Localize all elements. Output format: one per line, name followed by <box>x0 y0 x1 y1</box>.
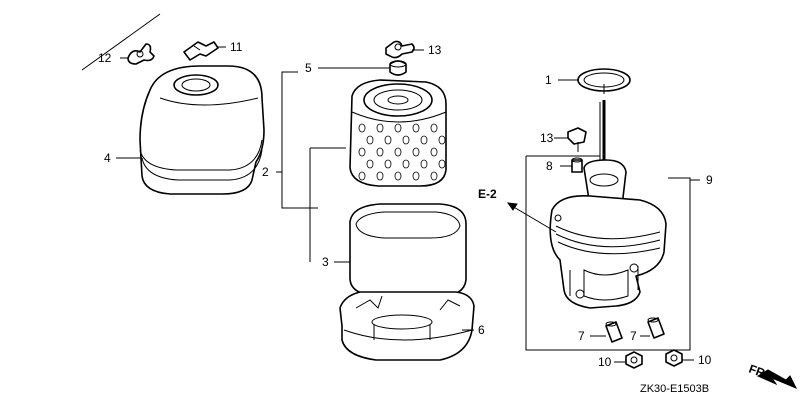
filter-perforation <box>412 171 420 181</box>
callout-12: 12 <box>98 51 112 65</box>
filter-perforation <box>358 171 366 181</box>
front-label: FR. <box>747 362 770 382</box>
filter-perforation <box>438 135 446 145</box>
filter-perforation <box>412 147 420 157</box>
callout-13: 13 <box>540 131 554 145</box>
filter-perforation <box>438 159 446 169</box>
callout-12: 13 <box>428 43 442 57</box>
callout-11: 11 <box>230 40 243 54</box>
filter-perforation <box>358 147 366 157</box>
callout-7: 7 <box>578 329 585 343</box>
callout-9: 9 <box>706 173 713 187</box>
drawing-code: ZK30-E1503B <box>640 383 709 395</box>
callout-4: 4 <box>104 151 111 165</box>
filter-perforation <box>376 123 384 133</box>
reference-label-e2: E-2 <box>478 187 497 201</box>
callout-3: 3 <box>322 255 329 269</box>
filter-perforation <box>394 147 402 157</box>
flange-bolt-part <box>567 127 587 152</box>
air-cleaner-case-part <box>339 291 475 361</box>
filter-perforation <box>430 123 438 133</box>
filter-perforation <box>402 135 410 145</box>
callout-6: 6 <box>478 323 485 337</box>
filter-perforation <box>384 135 392 145</box>
filter-perforation <box>420 159 428 169</box>
filter-perforation <box>384 159 392 169</box>
foam-pre-filter-part <box>349 203 467 297</box>
callout-2: 2 <box>262 165 269 179</box>
collar-part <box>571 157 583 173</box>
filter-perforation <box>412 123 420 133</box>
callout-8: 8 <box>546 159 553 173</box>
callout-10: 10 <box>598 355 612 369</box>
filter-perforation <box>376 171 384 181</box>
bolt-part <box>183 41 219 61</box>
flange-nut-part <box>625 351 643 369</box>
grommet-part <box>389 60 407 76</box>
filter-perforation <box>358 123 366 133</box>
filter-perforation <box>376 147 384 157</box>
callout-5: 5 <box>305 61 312 75</box>
flange-nut-part <box>665 349 683 367</box>
air-cleaner-base-part <box>549 100 667 309</box>
callout-1: 1 <box>545 73 552 87</box>
wing-nut-part <box>127 43 155 65</box>
collar-part <box>647 317 665 339</box>
callout-7: 7 <box>630 329 637 343</box>
front-direction-arrow-icon <box>756 369 798 389</box>
collar-part <box>605 321 623 343</box>
callout-10: 10 <box>698 353 712 367</box>
air-cleaner-cover-part <box>139 65 265 195</box>
filter-perforation <box>402 159 410 169</box>
filter-perforation <box>420 135 428 145</box>
reference-arrow-icon <box>506 202 518 211</box>
wing-nut-part <box>385 40 415 59</box>
filter-perforation <box>366 159 374 169</box>
filter-perforation <box>366 135 374 145</box>
air-cleaner-element-part <box>349 79 447 187</box>
filter-perforation <box>430 147 438 157</box>
filter-perforation <box>394 123 402 133</box>
filter-perforation <box>430 171 438 181</box>
filter-perforation <box>394 171 402 181</box>
